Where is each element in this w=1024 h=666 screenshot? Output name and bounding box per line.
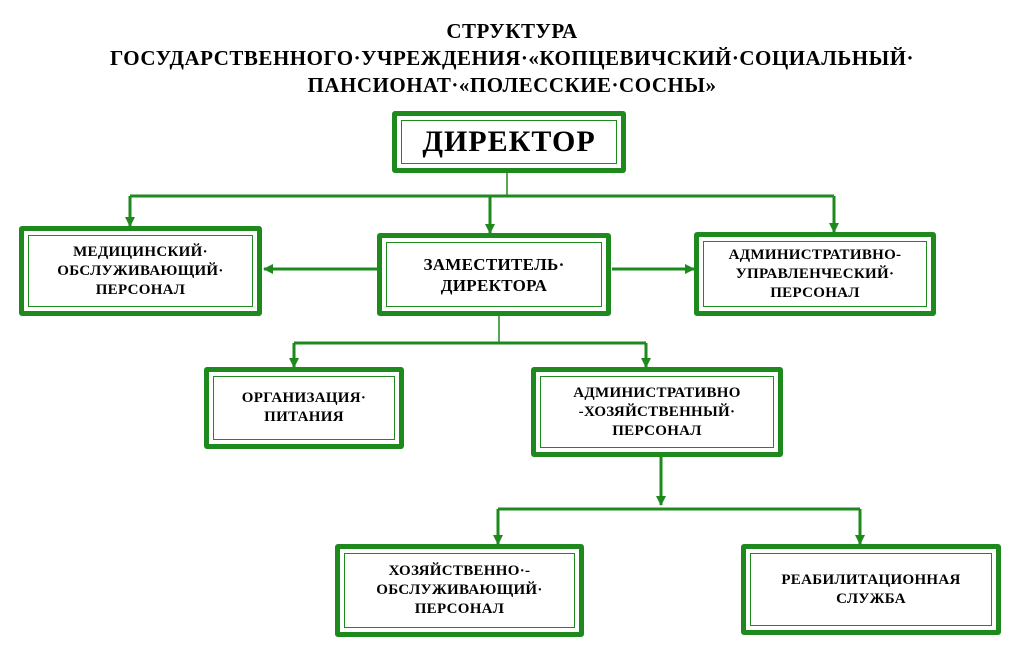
admin-economic-staff-label: АДМИНИСТРАТИВНО -ХОЗЯЙСТВЕННЫЙ· ПЕРСОНАЛ [540, 376, 774, 448]
chart-title-line-2: ГОСУДАРСТВЕННОГО·УЧРЕЖДЕНИЯ·«КОПЦЕВИЧСКИ… [109, 46, 915, 70]
admin-management-staff-label: АДМИНИСТРАТИВНО- УПРАВЛЕНЧЕСКИЙ· ПЕРСОНА… [703, 241, 927, 307]
maintenance-staff-label: ХОЗЯЙСТВЕННО·- ОБСЛУЖИВАЮЩИЙ· ПЕРСОНАЛ [344, 553, 575, 628]
rehabilitation-service-label: РЕАБИЛИТАЦИОННАЯ СЛУЖБА [750, 553, 992, 626]
deputy-director-label: ЗАМЕСТИТЕЛЬ· ДИРЕКТОРА [386, 242, 602, 307]
admin-management-staff-box: АДМИНИСТРАТИВНО- УПРАВЛЕНЧЕСКИЙ· ПЕРСОНА… [694, 232, 936, 316]
chart-title-line-3: ПАНСИОНАТ·«ПОЛЕССКИЕ·СОСНЫ» [307, 73, 717, 97]
admin-economic-staff-box: АДМИНИСТРАТИВНО -ХОЗЯЙСТВЕННЫЙ· ПЕРСОНАЛ [531, 367, 783, 457]
chart-title-line-1: СТРУКТУРА [446, 19, 578, 43]
rehabilitation-service-box: РЕАБИЛИТАЦИОННАЯ СЛУЖБА [741, 544, 1001, 635]
medical-staff-label: МЕДИЦИНСКИЙ· ОБСЛУЖИВАЮЩИЙ· ПЕРСОНАЛ [28, 235, 253, 307]
medical-staff-box: МЕДИЦИНСКИЙ· ОБСЛУЖИВАЮЩИЙ· ПЕРСОНАЛ [19, 226, 262, 316]
director-label: ДИРЕКТОР [401, 120, 617, 164]
director-box: ДИРЕКТОР [392, 111, 626, 173]
catering-label: ОРГАНИЗАЦИЯ· ПИТАНИЯ [213, 376, 395, 440]
deputy-director-box: ЗАМЕСТИТЕЛЬ· ДИРЕКТОРА [377, 233, 611, 316]
catering-box: ОРГАНИЗАЦИЯ· ПИТАНИЯ [204, 367, 404, 449]
maintenance-staff-box: ХОЗЯЙСТВЕННО·- ОБСЛУЖИВАЮЩИЙ· ПЕРСОНАЛ [335, 544, 584, 637]
